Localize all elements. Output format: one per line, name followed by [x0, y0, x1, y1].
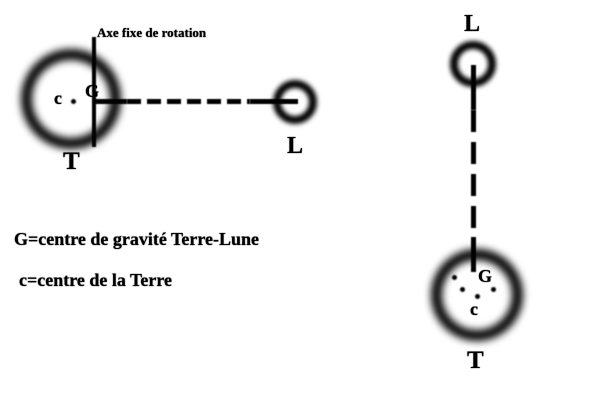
- earth-label: T: [467, 347, 484, 374]
- legend-line-earth-center: c=centre de la Terre: [19, 270, 173, 290]
- earth-center-dot: [71, 99, 76, 104]
- earth-moon-line-dashed: [127, 99, 250, 104]
- rotation-axis-line: [92, 37, 96, 147]
- moon-earth-line-solid-top: [471, 65, 476, 110]
- earth-moon-line-solid-left: [93, 99, 127, 104]
- orbit-path-dot: [460, 287, 465, 292]
- barycenter-label: G: [85, 81, 100, 101]
- moon-earth-line-dashed: [471, 110, 476, 237]
- barycenter-label: G: [478, 266, 493, 286]
- orbit-path-dot: [452, 275, 457, 280]
- moon-circle: [273, 80, 317, 124]
- moon-label: L: [287, 133, 304, 159]
- earth-label: T: [63, 148, 80, 175]
- legend-line-barycenter: G=centre de gravité Terre-Lune: [14, 229, 260, 249]
- moon-label: L: [464, 11, 481, 37]
- earth-center-dot: [475, 294, 480, 299]
- right-diagram: L G c T: [400, 0, 600, 400]
- left-diagram: Axe fixe de rotation c G L T: [0, 0, 340, 190]
- earth-center-label: c: [470, 299, 478, 319]
- rotation-axis-label: Axe fixe de rotation: [97, 25, 207, 40]
- legend: G=centre de gravité Terre-Lune c=centre …: [0, 220, 320, 300]
- orbit-path-dot: [491, 287, 496, 292]
- earth-center-label: c: [54, 88, 62, 108]
- earth-circle: [431, 249, 523, 341]
